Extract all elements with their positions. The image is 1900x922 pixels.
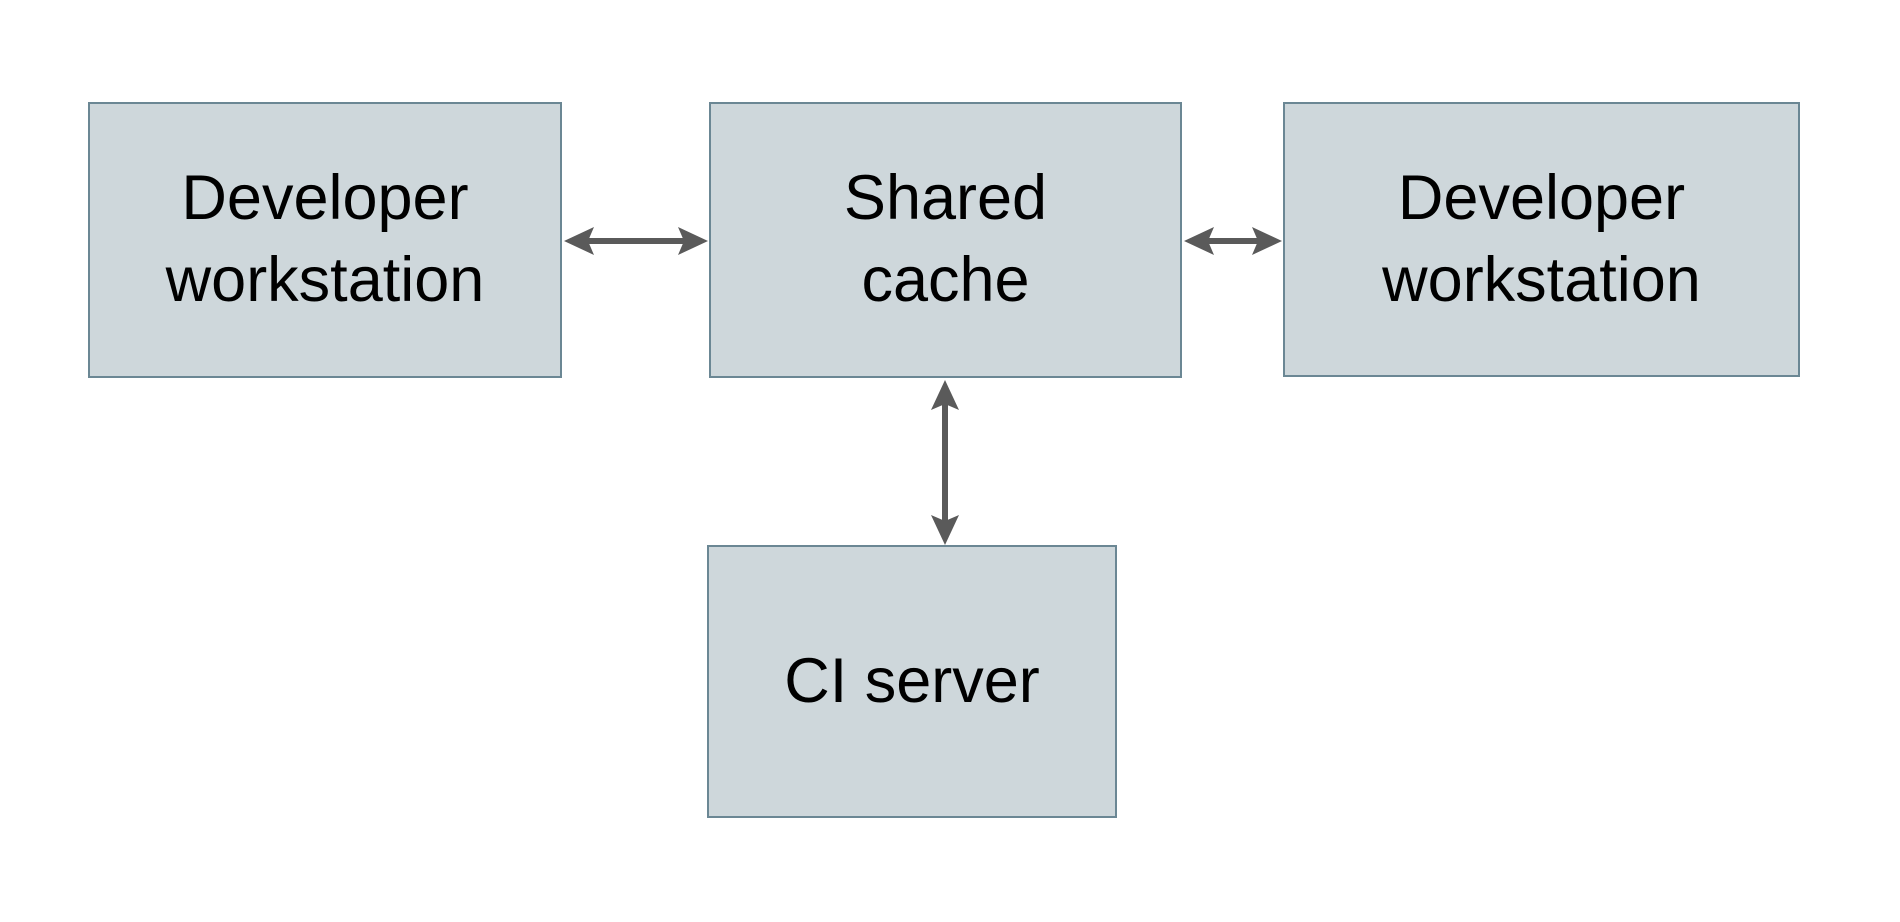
bidirectional-arrow-icon — [564, 227, 708, 255]
node-ci-server[interactable]: CI server — [707, 545, 1117, 818]
edge-dev-left-to-shared-cache[interactable] — [562, 215, 710, 267]
bidirectional-arrow-icon — [931, 380, 959, 545]
node-developer-workstation-left[interactable]: Developer workstation — [88, 102, 562, 378]
node-label: Shared cache — [843, 163, 1048, 315]
node-developer-workstation-right[interactable]: Developer workstation — [1283, 102, 1800, 377]
edge-shared-cache-to-dev-right[interactable] — [1182, 215, 1284, 267]
node-shared-cache[interactable]: Shared cache — [709, 102, 1182, 378]
node-label: CI server — [784, 645, 1040, 716]
node-label: Developer workstation — [1382, 162, 1701, 315]
bidirectional-arrow-icon — [1184, 227, 1282, 255]
edge-shared-cache-to-ci-server[interactable] — [919, 378, 971, 547]
node-label: Developer workstation — [165, 163, 485, 315]
